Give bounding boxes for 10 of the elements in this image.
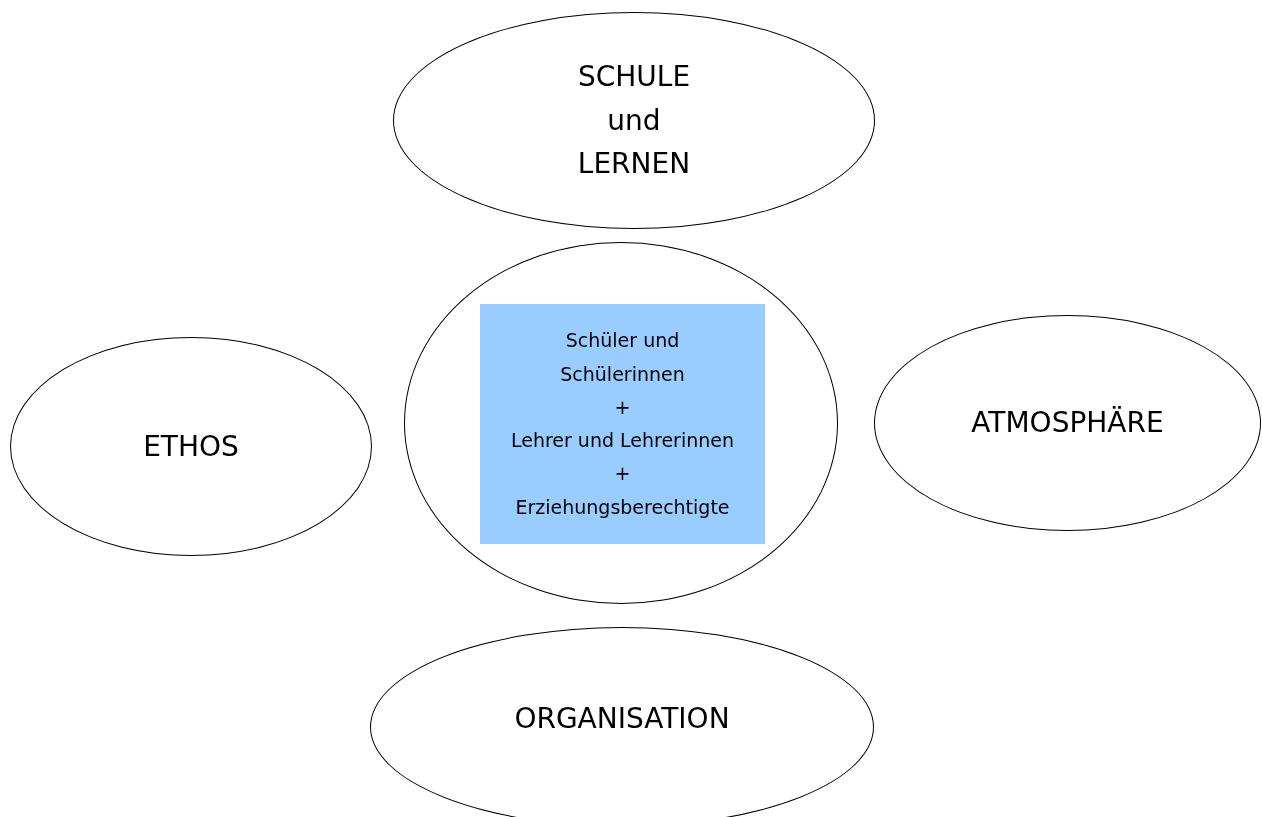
- participants-box: [480, 304, 765, 544]
- node-label: Schüler und Schülerinnen: [559, 328, 686, 387]
- node-label: ORGANISATION: [514, 701, 730, 738]
- node-label: +: [614, 461, 631, 487]
- node-label: Erziehungsberechtigte: [515, 494, 730, 520]
- node-label: SCHULE und LERNEN: [576, 59, 692, 183]
- node-label: ATMOSPHÄRE: [971, 405, 1164, 442]
- node-label: ETHOS: [143, 428, 239, 465]
- node-label: Lehrer und Lehrerinnen: [510, 428, 735, 453]
- node-label: +: [614, 394, 631, 420]
